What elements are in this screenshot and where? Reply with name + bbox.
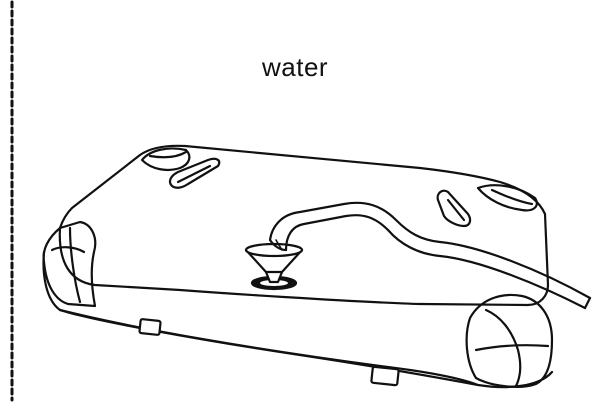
back-right-corner [478, 185, 537, 210]
back-left-corner [142, 148, 189, 169]
tank-side-outline [44, 252, 552, 387]
base-tab-left [139, 319, 160, 335]
tank-top-outline [60, 146, 548, 305]
hose [270, 203, 590, 298]
base-tab-right [371, 367, 399, 386]
right-corner-bumper [467, 295, 552, 387]
